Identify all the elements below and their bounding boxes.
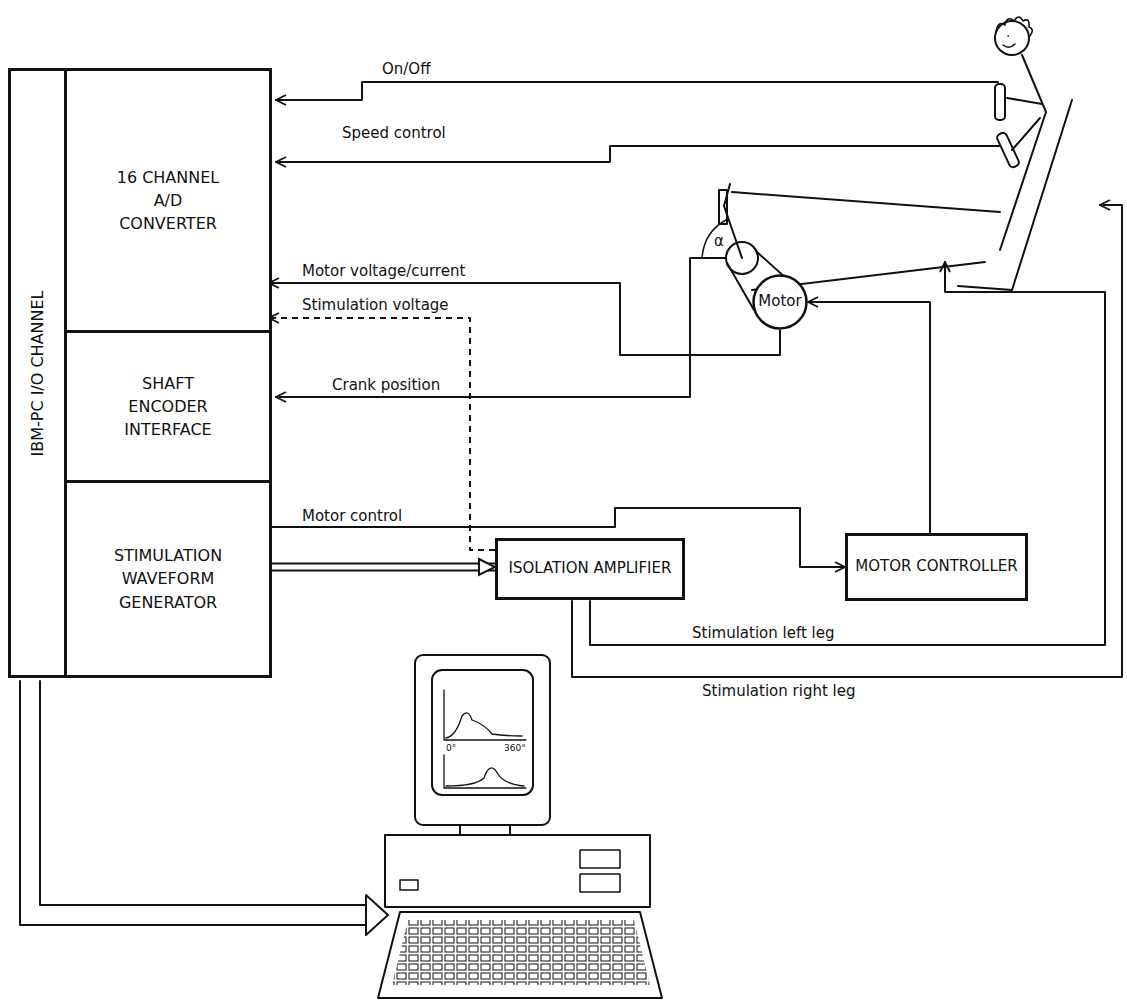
io-channel-frame: IBM-PC I/O CHANNEL 16 CHANNEL A/D CONVERT… (8, 68, 272, 678)
connector-stroke (269, 563, 495, 572)
encoder-box: SHAFT ENCODER INTERFACE (64, 333, 269, 483)
connector-stroke (269, 567, 495, 568)
connector-label: Motor control (300, 507, 404, 525)
data-bus (269, 567, 495, 568)
monitor-stand (460, 825, 510, 835)
channel-band: IBM-PC I/O CHANNEL (11, 71, 64, 675)
rider-head (995, 21, 1029, 55)
connector-label: Stimulation voltage (300, 296, 451, 314)
converter-box: 16 CHANNEL A/D CONVERTER (64, 71, 269, 333)
monitor (415, 655, 550, 825)
screen (432, 670, 533, 795)
connector-label: Motor voltage/current (300, 262, 467, 280)
pedal (719, 190, 727, 224)
screen-plot (444, 690, 526, 788)
box-label: ISOLATION AMPLIFIER (509, 558, 672, 580)
pc-bus-arrow (20, 681, 388, 935)
box-label: SHAFT ENCODER INTERFACE (104, 372, 232, 442)
box-label: 16 CHANNEL A/D CONVERTER (104, 166, 232, 236)
generator-box: STIMULATION WAVEFORM GENERATOR (64, 483, 269, 675)
signal-connector (808, 302, 930, 533)
right-leg-lead (572, 205, 1122, 677)
signal-name: Stimulation right leg (700, 682, 857, 700)
motor-circle: Motor (752, 274, 808, 330)
connector-stroke (269, 283, 780, 355)
box-label: STIMULATION WAVEFORM GENERATOR (104, 544, 232, 614)
signal-name: Stimulation left leg (690, 624, 837, 642)
keyboard (378, 912, 662, 998)
rider-arms (1007, 98, 1042, 150)
seat (958, 100, 1072, 290)
connector-stroke (269, 565, 495, 570)
signal-name: On/Off (380, 60, 433, 78)
crank-arm (724, 206, 742, 258)
amplifier-box: ISOLATION AMPLIFIER (495, 538, 685, 600)
controller-box: MOTOR CONTROLLER (845, 533, 1028, 601)
channel-title: IBM-PC I/O CHANNEL (28, 290, 47, 456)
drive-slots (400, 850, 620, 892)
box-label: MOTOR CONTROLLER (855, 556, 1017, 578)
speed-handle (996, 132, 1020, 169)
rider-body (1000, 55, 1046, 250)
axis-label: 360° (504, 743, 526, 754)
keyboard-keys (392, 920, 650, 985)
rider-hair (996, 17, 1032, 36)
system-unit (385, 835, 650, 907)
connector-stroke (269, 318, 495, 550)
connector-stroke (808, 302, 930, 533)
rider-legs (724, 184, 1000, 290)
box-label: Motor (758, 291, 801, 313)
speed-wire (276, 146, 1000, 162)
angle-symbol: α (712, 232, 726, 250)
angle-arc (702, 220, 726, 258)
signal-name: Crank position (330, 376, 442, 394)
signal-name: Speed control (340, 124, 448, 142)
rider-face (1003, 36, 1015, 47)
on-off-handle (995, 84, 1005, 120)
on-off-wire (276, 82, 998, 100)
signal-connector (269, 283, 780, 355)
axis-label: 0° (446, 743, 456, 754)
signal-connector (269, 318, 495, 550)
crank-position-wire (276, 258, 726, 397)
